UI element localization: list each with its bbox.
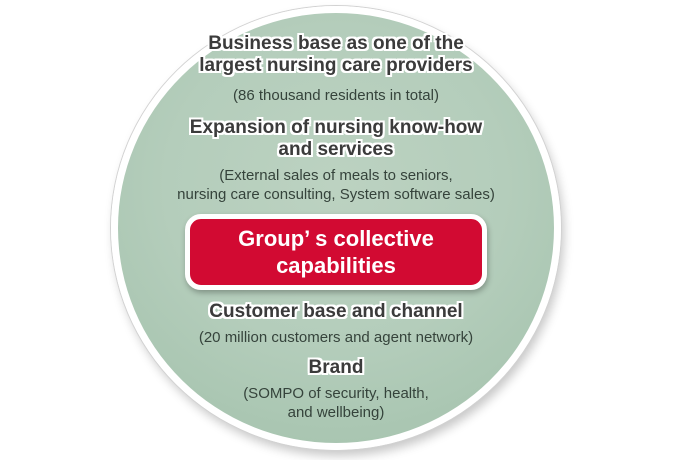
group-capabilities-box: Group’ s collective capabilities [185,214,487,290]
section-business-base-detail: (86 thousand residents in total) [233,87,439,104]
section-business-base-heading: Business base as one of the largest nurs… [199,33,473,76]
section-brand-detail: (SOMPO of security, health, and wellbein… [243,385,429,421]
section-know-how-heading: Expansion of nursing know-how and servic… [189,117,483,160]
section-customer-base-detail: (20 million customers and agent network) [198,329,474,346]
section-brand-heading: Brand [308,357,364,378]
group-capabilities-label: Group’ s collective capabilities [238,226,434,278]
section-customer-base-heading: Customer base and channel [209,301,463,322]
section-know-how-detail: (External sales of meals to seniors, nur… [177,167,495,203]
circle-content: Business base as one of the largest nurs… [112,0,560,460]
